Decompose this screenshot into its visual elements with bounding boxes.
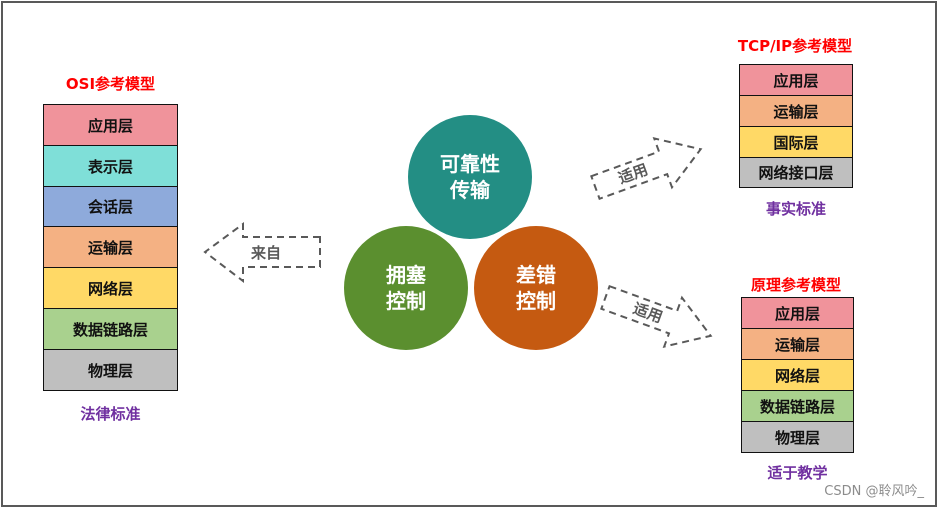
osi-model-caption: 法律标准 <box>80 405 141 423</box>
from-arrow-icon <box>203 222 321 284</box>
principle-layer-datalink: 数据链路层 <box>742 391 853 422</box>
principle-layer-physical: 物理层 <box>742 422 853 452</box>
principle-layer-network: 网络层 <box>742 360 853 391</box>
tcpip-layer-internet: 国际层 <box>740 127 852 158</box>
osi-layer-datalink: 数据链路层 <box>44 309 177 350</box>
principle-model-title: 原理参考模型 <box>750 276 841 294</box>
circle-error-control: 差错 控制 <box>474 226 598 350</box>
principle-layer-application: 应用层 <box>742 298 853 329</box>
osi-model-title: OSI参考模型 <box>65 75 156 93</box>
principle-model-caption: 适于教学 <box>767 464 828 482</box>
osi-layer-session: 会话层 <box>44 187 177 227</box>
tcpip-model-title: TCP/IP参考模型 <box>737 37 853 55</box>
apply-top-arrow-icon <box>590 137 703 201</box>
tcpip-layer-application: 应用层 <box>740 65 852 96</box>
osi-layer-physical: 物理层 <box>44 350 177 390</box>
tcpip-model-caption: 事实标准 <box>765 200 826 218</box>
osi-layer-network: 网络层 <box>44 268 177 309</box>
osi-model-stack: 应用层 表示层 会话层 运输层 网络层 数据链路层 物理层 <box>43 104 178 391</box>
principle-layer-transport: 运输层 <box>742 329 853 360</box>
tcpip-layer-transport: 运输层 <box>740 96 852 127</box>
principle-model-stack: 应用层 运输层 网络层 数据链路层 物理层 <box>741 297 854 453</box>
osi-layer-transport: 运输层 <box>44 227 177 268</box>
apply-bottom-arrow-icon <box>600 284 713 348</box>
osi-layer-application: 应用层 <box>44 105 177 146</box>
circle-congestion-control: 拥塞 控制 <box>344 226 468 350</box>
from-arrow-label: 来自 <box>251 244 282 262</box>
osi-layer-presentation: 表示层 <box>44 146 177 187</box>
tcpip-layer-network-interface: 网络接口层 <box>740 158 852 187</box>
csdn-watermark: CSDN @聆风吟_ <box>824 484 924 499</box>
tcpip-model-stack: 应用层 运输层 国际层 网络接口层 <box>739 64 853 188</box>
circle-reliable-transmission: 可靠性 传输 <box>408 115 532 239</box>
